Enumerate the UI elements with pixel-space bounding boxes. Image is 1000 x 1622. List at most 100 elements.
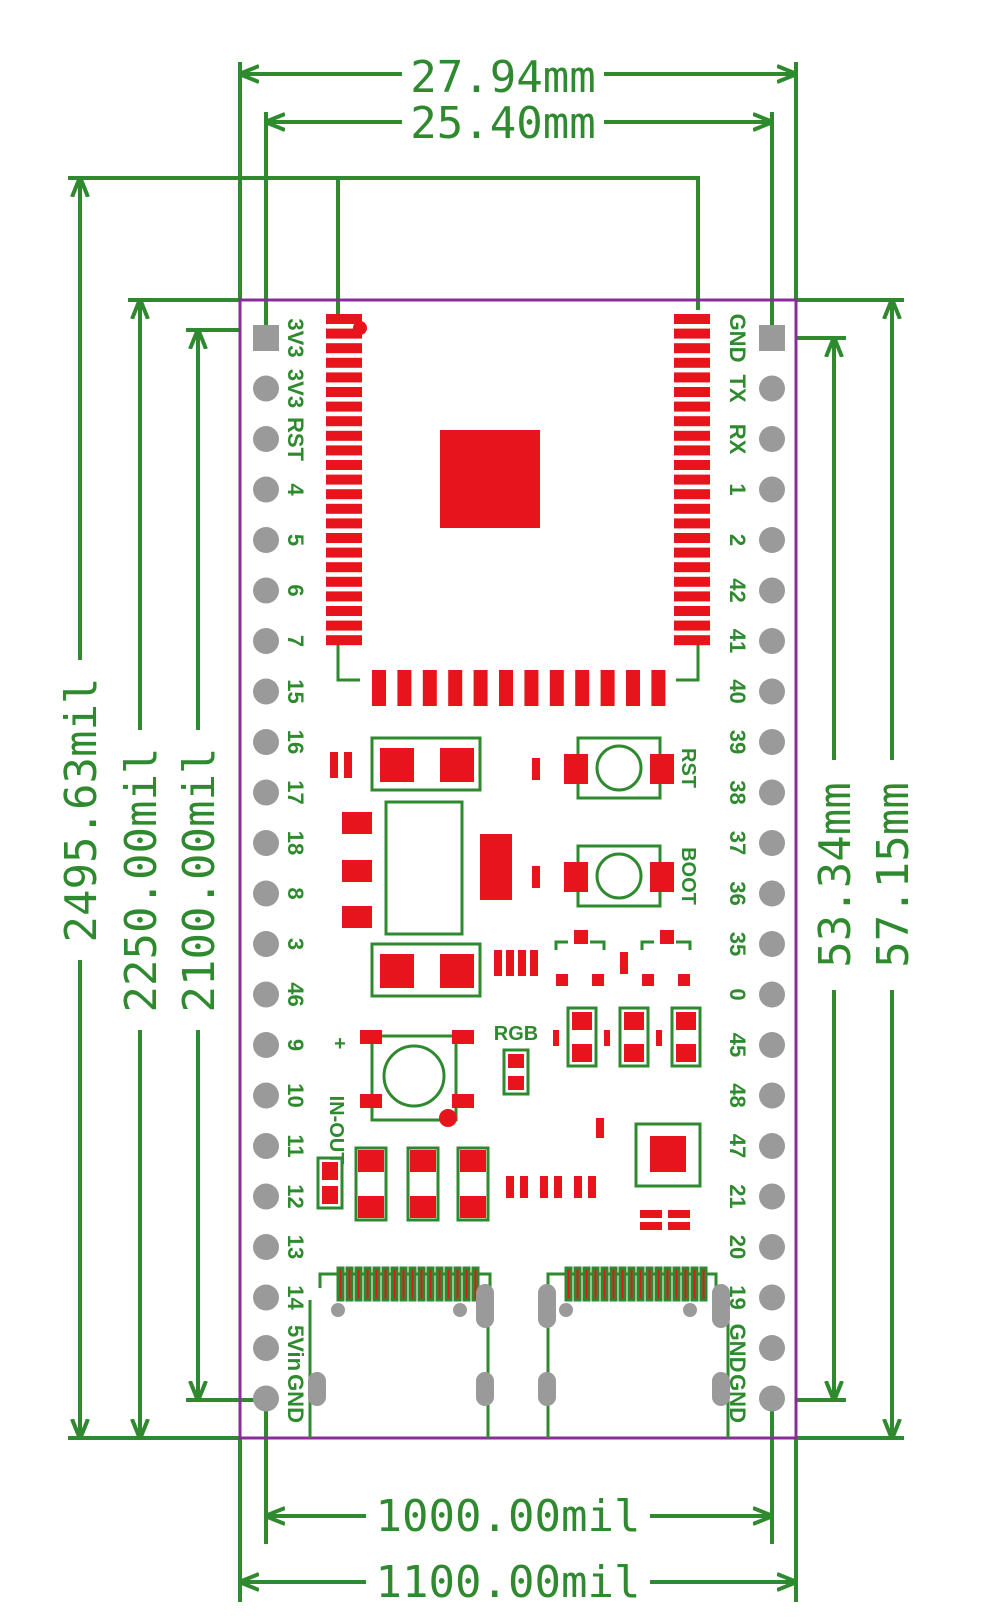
right-pin-label: GND xyxy=(725,1374,750,1423)
left-pin xyxy=(253,1335,279,1361)
left-pin xyxy=(253,779,279,806)
dim-bottom-inner: 1000.00mil xyxy=(376,1491,641,1542)
usb-pad xyxy=(663,1266,672,1302)
in-out-label: IN-OUT xyxy=(325,1096,347,1165)
left-pin-label: 5Vin xyxy=(283,1325,308,1371)
module-pad xyxy=(326,576,362,587)
usb-pad xyxy=(354,1266,363,1302)
usb-pad xyxy=(381,1266,390,1302)
module-pad xyxy=(326,489,362,500)
left-pin-label: 13 xyxy=(283,1235,308,1259)
dim-right-inner: 53.34mm xyxy=(810,782,861,967)
left-pin-label: 15 xyxy=(283,679,308,703)
right-pin xyxy=(759,729,785,755)
left-pin xyxy=(253,880,279,907)
module-pad xyxy=(674,328,710,339)
left-pin-label: 16 xyxy=(283,730,308,754)
right-pin-label: 41 xyxy=(725,629,750,653)
module-pad xyxy=(326,635,362,646)
usb-pad xyxy=(699,1266,708,1302)
module-pad xyxy=(651,670,666,706)
module-pad xyxy=(326,533,362,543)
right-pin-label: 47 xyxy=(725,1134,750,1158)
left-pin-label: 14 xyxy=(283,1285,308,1310)
usb-pad xyxy=(399,1266,408,1302)
left-pin-label: 8 xyxy=(283,887,308,899)
left-pin-label: 18 xyxy=(283,831,308,855)
right-pin-label: 2 xyxy=(725,534,750,546)
dim-left-outer: 2495.63mil xyxy=(56,678,107,943)
rgb-label: RGB xyxy=(494,1023,538,1045)
right-pin xyxy=(759,476,785,503)
module-pad xyxy=(326,518,362,529)
right-pin xyxy=(759,577,785,604)
dim-top-inner: 25.40mm xyxy=(410,98,595,149)
module-pad xyxy=(448,670,463,706)
module-pad xyxy=(674,635,710,646)
module-pad xyxy=(674,430,710,441)
usb-pad xyxy=(681,1266,690,1302)
module-pad xyxy=(499,670,513,706)
usb-pad xyxy=(609,1266,618,1302)
dim-left-inner: 2100.00mil xyxy=(174,748,225,1013)
right-header: GNDTXRX1242414039383736350454847212019GN… xyxy=(725,314,785,1423)
left-pin-label: RST xyxy=(283,417,308,462)
usb-pad xyxy=(453,1266,462,1302)
right-pin xyxy=(759,931,785,957)
module-pad xyxy=(397,670,412,706)
module-pad xyxy=(326,606,362,616)
left-pin xyxy=(253,1234,279,1260)
usb-pad xyxy=(444,1266,453,1302)
board-outline xyxy=(238,298,798,1440)
left-pin-label: 3V3 xyxy=(283,369,308,408)
right-pin xyxy=(759,1385,785,1412)
right-pin-label: GND xyxy=(725,314,750,363)
usb-pad xyxy=(336,1266,345,1302)
left-pin-label: 46 xyxy=(283,982,308,1006)
usb-pad xyxy=(645,1266,654,1302)
usb-pad xyxy=(690,1266,699,1302)
left-pin xyxy=(253,628,279,654)
dim-right-outer: 57.15mm xyxy=(868,782,919,967)
left-pin xyxy=(253,1183,279,1210)
module-pad xyxy=(326,474,362,485)
module-pad xyxy=(326,401,362,412)
module-pad xyxy=(326,547,362,558)
right-pin-label: 42 xyxy=(725,578,750,602)
right-pin-label: 35 xyxy=(725,932,750,956)
module-pad xyxy=(626,670,640,706)
left-pin-label: 7 xyxy=(283,635,308,647)
left-pin-label: 4 xyxy=(283,483,308,496)
left-pin xyxy=(253,1385,279,1412)
components xyxy=(316,736,702,1230)
module-pad xyxy=(674,547,710,558)
right-pin xyxy=(759,1234,785,1260)
module-thermal-pad xyxy=(440,430,540,528)
module-pad xyxy=(326,372,362,383)
module-pad xyxy=(674,503,710,514)
dim-bottom-outer: 1100.00mil xyxy=(376,1557,641,1608)
module-pad xyxy=(326,314,362,324)
right-pin-label: 0 xyxy=(725,988,750,1000)
left-pin-label: 9 xyxy=(283,1039,308,1051)
dim-top-outer: 27.94mm xyxy=(410,52,595,103)
module-pad xyxy=(575,670,590,706)
right-pin xyxy=(759,981,785,1008)
left-pin-label: 10 xyxy=(283,1083,308,1107)
left-pin xyxy=(253,1032,279,1058)
usb-pad xyxy=(390,1266,399,1302)
left-pin xyxy=(253,426,279,452)
dim-left-mid: 2250.00mil xyxy=(116,748,167,1013)
module-pad xyxy=(473,670,488,706)
module-pad xyxy=(326,343,362,354)
usb-pad xyxy=(363,1266,372,1302)
module-pad xyxy=(326,445,362,456)
module-pad xyxy=(674,387,710,397)
right-pin-label: GND xyxy=(725,1324,750,1373)
module-pad xyxy=(674,576,710,587)
rst-button-label: RST xyxy=(677,748,699,788)
left-pin xyxy=(253,1133,279,1159)
module-pad xyxy=(674,591,710,602)
left-header: 3V33V3RST4567151617188346910111213145Vin… xyxy=(253,318,308,1423)
usb-pad xyxy=(600,1266,609,1302)
